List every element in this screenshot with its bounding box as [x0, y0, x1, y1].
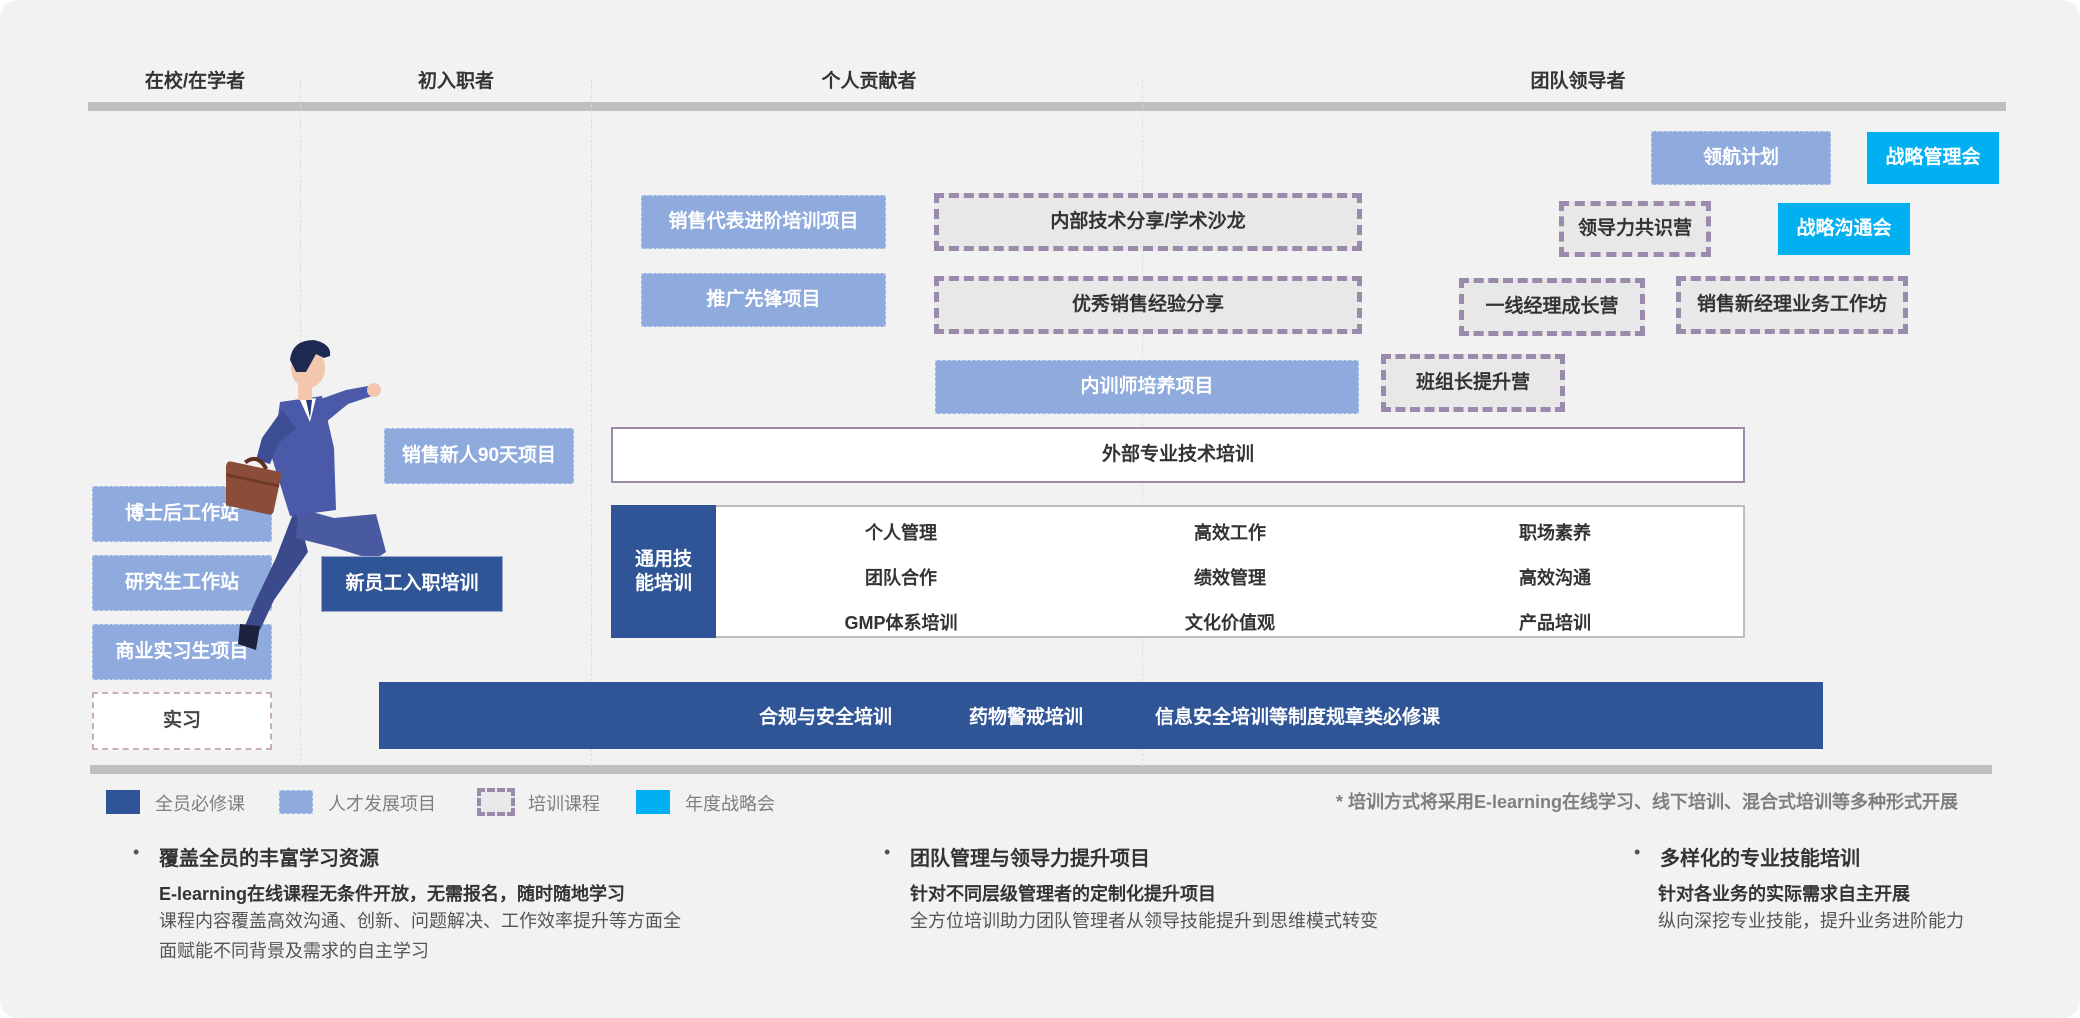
training-method-note: * 培训方式将采用E-learning在线学习、线下培训、混合式培训等多种形式开… [1336, 792, 1959, 812]
column-subtitle: 针对不同层级管理者的定制化提升项目 [910, 884, 1216, 904]
stage-divider [591, 80, 592, 766]
legend-label-course: 培训课程 [528, 794, 600, 814]
column-subtitle: E-learning在线课程无条件开放，无需报名，随时随地学习 [159, 884, 626, 904]
stage-divider [1142, 80, 1143, 766]
program-internship: 实习 [92, 692, 272, 750]
program-internal-trainer: 内训师培养项目 [935, 360, 1359, 414]
program-strategy-communication-meeting: 战略沟通会 [1776, 201, 1912, 257]
stage-team-leader: 团队领导者 [1530, 71, 1626, 92]
column-text: 面赋能不同背景及需求的自主学习 [159, 941, 429, 961]
skill-item: 绩效管理 [1194, 568, 1266, 588]
legend-swatch-mandatory [106, 790, 140, 814]
mandatory-item: 信息安全培训等制度规章类必修课 [1155, 707, 1441, 728]
bullet: • [884, 842, 891, 862]
stage-new-hire: 初入职者 [417, 71, 494, 92]
legend-swatch-strategy [636, 790, 670, 814]
course-leadership-consensus-camp: 领导力共识营 [1559, 201, 1711, 257]
skill-item: 职场素养 [1519, 523, 1591, 543]
stage-student: 在校/在学者 [144, 71, 246, 92]
program-graduate-station: 研究生工作站 [92, 555, 272, 611]
legend-label-mandatory: 全员必修课 [155, 794, 245, 814]
skill-item: 个人管理 [865, 523, 937, 543]
mandatory-compliance-bar: 合规与安全培训 药物警戒培训 信息安全培训等制度规章类必修课 [379, 682, 1823, 749]
column-text: 全方位培训助力团队管理者从领导技能提升到思维模式转变 [910, 911, 1378, 931]
mandatory-item: 药物警戒培训 [969, 707, 1084, 728]
course-team-leader-improvement: 班组长提升营 [1381, 354, 1565, 412]
mandatory-item: 合规与安全培训 [759, 707, 893, 728]
top-divider-bar [88, 102, 2006, 111]
column-text: 纵向深挖专业技能，提升业务进阶能力 [1658, 911, 1964, 931]
legend-swatch-course [477, 788, 515, 816]
skill-item: 高效沟通 [1519, 568, 1591, 588]
program-promotion-pioneer: 推广先锋项目 [641, 273, 886, 327]
column-text: 课程内容覆盖高效沟通、创新、问题解决、工作效率提升等方面全 [159, 911, 681, 931]
bullet: • [133, 842, 140, 862]
general-skills-label: 通用技能培训 [611, 505, 716, 638]
program-linghang: 领航计划 [1651, 131, 1831, 185]
column-title: 团队管理与领导力提升项目 [910, 848, 1150, 870]
program-strategy-management-meeting: 战略管理会 [1865, 130, 2001, 186]
course-new-sales-manager-workshop: 销售新经理业务工作坊 [1676, 276, 1908, 334]
program-sales-rep-advanced: 销售代表进阶培训项目 [641, 195, 886, 249]
program-new-employee-onboarding: 新员工入职培训 [321, 556, 503, 612]
legend-label-strategy: 年度战略会 [685, 794, 775, 814]
general-skills-block: 通用技能培训 个人管理 高效工作 职场素养 团队合作 绩效管理 高效沟通 GMP… [611, 505, 1745, 638]
column-subtitle: 针对各业务的实际需求自主开展 [1658, 884, 1910, 904]
bottom-divider-bar [90, 765, 1992, 774]
skill-item: 团队合作 [865, 568, 937, 588]
course-excellent-sales-sharing: 优秀销售经验分享 [934, 276, 1362, 334]
climbing-man-illustration [226, 340, 386, 650]
course-internal-tech-sharing: 内部技术分享/学术沙龙 [934, 193, 1362, 251]
course-external-professional-training: 外部专业技术培训 [611, 427, 1745, 483]
course-frontline-manager-growth: 一线经理成长营 [1459, 278, 1645, 336]
skill-item: 文化价值观 [1185, 613, 1275, 633]
skill-item: 高效工作 [1194, 523, 1266, 543]
legend-swatch-talent [279, 790, 313, 814]
bullet: • [1634, 842, 1641, 862]
program-sales-newcomer-90-days: 销售新人90天项目 [384, 428, 574, 484]
column-title: 多样化的专业技能培训 [1660, 848, 1860, 870]
stage-individual-contributor: 个人贡献者 [821, 71, 917, 92]
legend-label-talent: 人才发展项目 [328, 794, 436, 814]
skill-item: 产品培训 [1519, 613, 1591, 633]
column-title: 覆盖全员的丰富学习资源 [159, 848, 379, 870]
skill-item: GMP体系培训 [844, 613, 958, 633]
